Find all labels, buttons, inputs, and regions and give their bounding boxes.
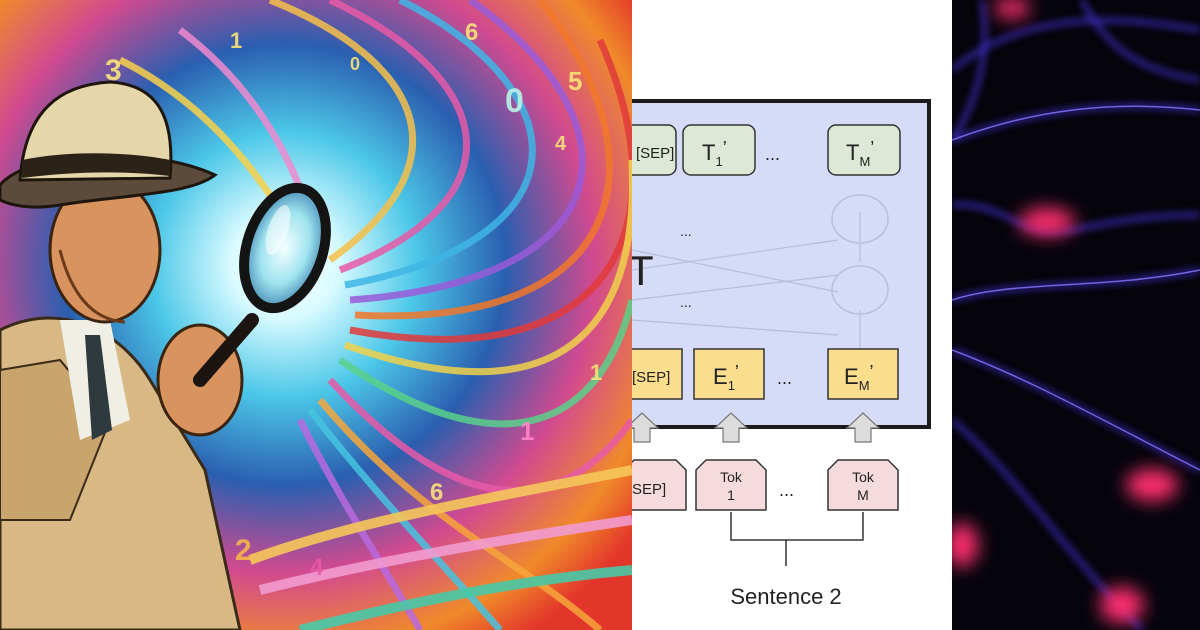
svg-text:T1’: T1’ <box>702 138 727 169</box>
input-token-tokm: Tok M <box>827 459 899 511</box>
svg-text:[SEP]: [SEP] <box>632 369 670 386</box>
output-token-t1: T1’ <box>682 124 756 176</box>
svg-text:4: 4 <box>555 133 567 155</box>
light-fiber-abstract-panel <box>952 0 1200 630</box>
output-ellipsis: ... <box>765 144 780 164</box>
svg-text:5: 5 <box>568 66 582 96</box>
detective-illustration: 3 1 6 0 5 4 0 1 6 2 4 1 <box>0 0 632 630</box>
sentence-bracket <box>730 512 864 566</box>
output-token-sep: [SEP] <box>632 124 677 176</box>
embedding-ellipsis: ... <box>777 368 792 388</box>
input-token-sep: SEP] <box>632 459 687 511</box>
arrow-up-tokm <box>845 412 881 443</box>
output-token-tm: TM’ <box>827 124 901 176</box>
hidden-node-bottom <box>831 265 889 315</box>
svg-text:E1’: E1’ <box>713 362 739 393</box>
embedding-e1: E1’ <box>693 348 765 400</box>
svg-text:1: 1 <box>520 416 534 446</box>
svg-text:6: 6 <box>465 19 478 46</box>
input-token-tok1: Tok 1 <box>695 459 767 511</box>
embedding-sep: [SEP] <box>632 348 683 400</box>
hidden-node-top <box>831 194 889 244</box>
svg-text:[SEP]: [SEP] <box>636 145 674 162</box>
hidden-ellipsis-top: ... <box>680 223 692 239</box>
arrow-up-sep <box>632 412 660 443</box>
svg-text:M: M <box>857 487 869 503</box>
svg-text:3: 3 <box>105 54 122 87</box>
input-ellipsis: ... <box>779 480 794 500</box>
svg-text:2: 2 <box>235 534 252 567</box>
embedding-em: EM’ <box>827 348 899 400</box>
svg-text:0: 0 <box>350 54 360 74</box>
magnifying-glass-icon <box>239 182 331 314</box>
detective-illustration-panel: 3 1 6 0 5 4 0 1 6 2 4 1 <box>0 0 632 630</box>
sentence-label: Sentence 2 <box>730 584 841 609</box>
svg-text:0: 0 <box>505 82 524 120</box>
svg-text:Tok: Tok <box>852 469 875 485</box>
svg-text:SEP]: SEP] <box>632 481 666 498</box>
svg-text:1: 1 <box>727 487 735 503</box>
hidden-connection-lines <box>632 212 861 348</box>
svg-text:1: 1 <box>230 28 242 53</box>
svg-text:TM’: TM’ <box>846 138 874 169</box>
svg-text:4: 4 <box>310 554 324 581</box>
model-name-fragment: T <box>632 247 654 294</box>
svg-text:1: 1 <box>590 360 602 385</box>
model-diagram-panel: ... ... T [SEP] T1’ ... TM’ [SEP] <box>632 0 952 630</box>
svg-text:Tok: Tok <box>720 469 743 485</box>
svg-text:EM’: EM’ <box>844 362 874 393</box>
light-fiber-abstract <box>952 0 1200 630</box>
hidden-ellipsis-bottom: ... <box>680 294 692 310</box>
arrow-up-tok1 <box>713 412 749 443</box>
model-diagram: ... ... T [SEP] T1’ ... TM’ [SEP] <box>632 99 931 609</box>
svg-text:6: 6 <box>430 479 443 506</box>
